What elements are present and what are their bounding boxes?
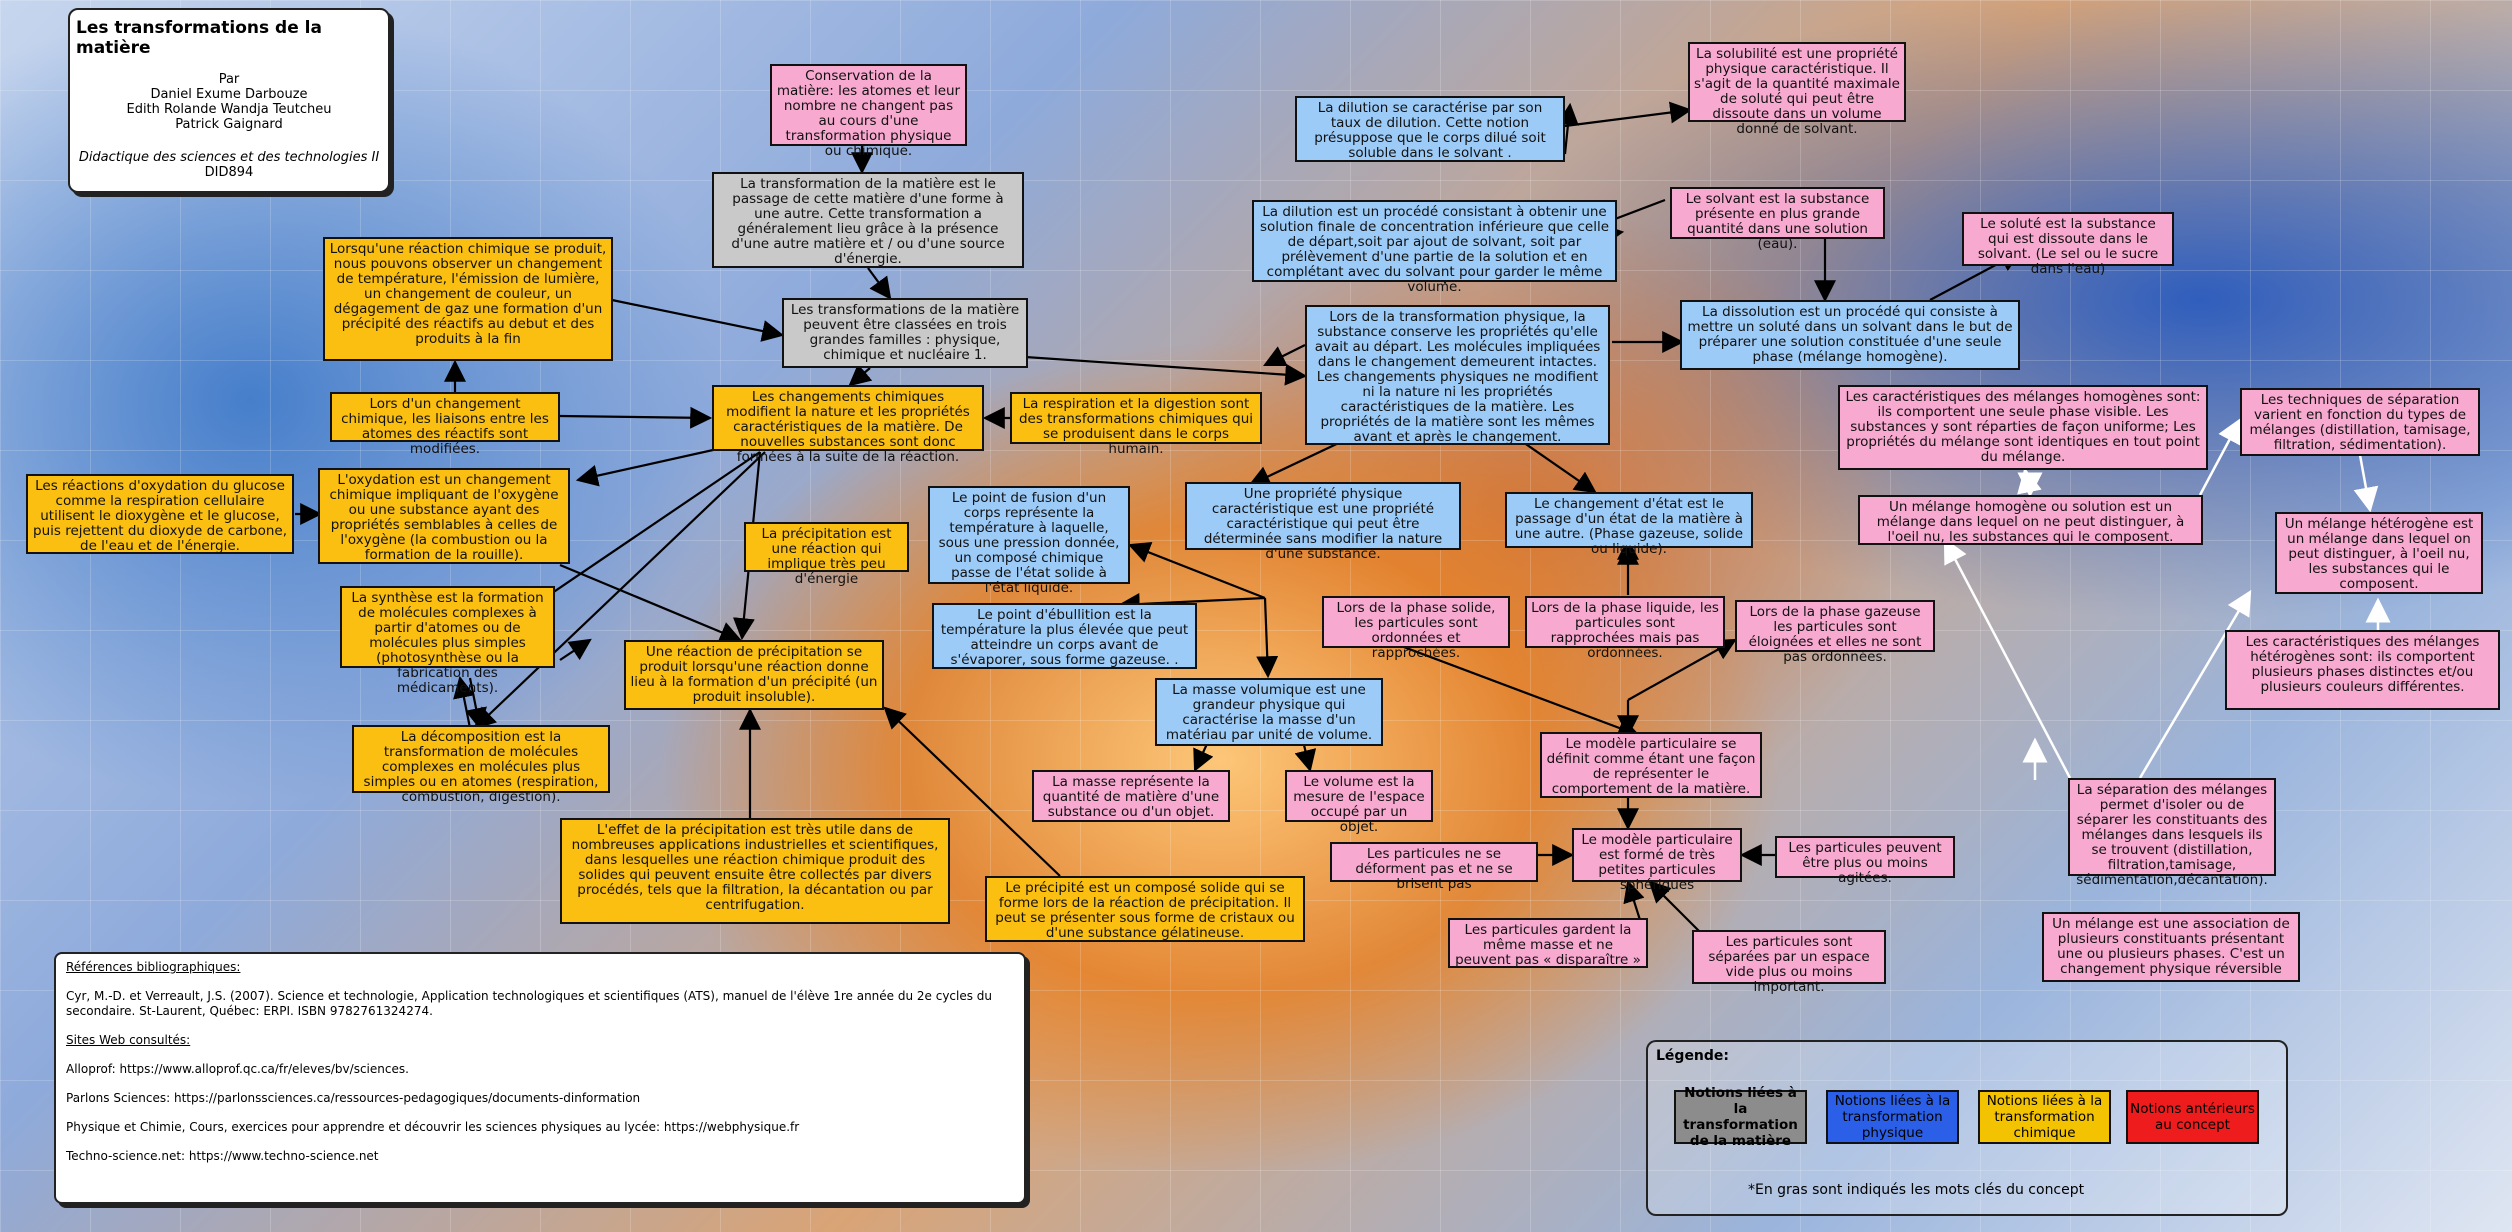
node-dilution: La dilution est un procédé consistant à … <box>1252 200 1617 282</box>
node-transformation-physique: Lors de la transformation physique, la s… <box>1305 305 1610 445</box>
node-oxydation: L'oxydation est un changement chimique i… <box>318 468 570 564</box>
node-reaction-indices: Lorsqu'une réaction chimique se produit,… <box>323 237 613 361</box>
node-respiration-digestion: La respiration et la digestion sont des … <box>1010 392 1262 444</box>
link <box>560 416 710 418</box>
node-modele-definition: Le modèle particulaire se définit comme … <box>1540 732 1762 798</box>
course-code: DID894 <box>76 165 382 180</box>
node-changement-etat: Le changement d'état est le passage d'un… <box>1505 492 1753 548</box>
legend-item-matiere: Notions liées à la transformation de la … <box>1674 1090 1807 1144</box>
link <box>1945 540 2070 778</box>
reference-book: Cyr, M.-D. et Verreault, J.S. (2007). Sc… <box>66 989 1014 1019</box>
node-modele-forme: Le modèle particulaire est formé de très… <box>1572 828 1742 882</box>
by-label: Par <box>76 72 382 87</box>
poster-title: Les transformations de la matière <box>76 18 382 58</box>
node-point-ebullition: Le point d'ébullition est la température… <box>932 603 1197 669</box>
node-separation-melanges: La séparation des mélanges permet d'isol… <box>2068 778 2276 876</box>
node-caracteristiques-homogenes: Les caractéristiques des mélanges homogè… <box>1838 385 2208 470</box>
references-heading: Références bibliographiques: <box>66 960 1014 975</box>
node-point-fusion: Le point de fusion d'un corps représente… <box>928 486 1130 584</box>
node-transformation-definition: La transformation de la matière est le p… <box>712 172 1024 268</box>
site-link: Parlons Sciences: https://parlonsscience… <box>66 1091 1014 1106</box>
link <box>1520 440 1595 492</box>
legend-heading: Légende: <box>1656 1048 2278 1064</box>
node-precipite: Le précipité est un composé solide qui s… <box>985 876 1305 942</box>
author: Patrick Gaignard <box>76 117 382 132</box>
node-particules-agitees: Les particules peuvent être plus ou moin… <box>1775 836 1955 878</box>
link <box>612 300 782 335</box>
node-propriete-physique: Une propriété physique caractéristique e… <box>1185 482 1461 550</box>
node-conservation: Conservation de la matière: les atomes e… <box>770 64 967 146</box>
legend-note: *En gras sont indiqués les mots clés du … <box>1748 1182 2084 1198</box>
node-phase-solide: Lors de la phase solide, les particules … <box>1322 596 1510 648</box>
link <box>560 565 740 640</box>
node-changements-chimiques: Les changements chimiques modifient la n… <box>712 385 984 451</box>
node-solubilite: La solubilité est une propriété physique… <box>1688 42 1906 122</box>
node-masse: La masse représente la quantité de matiè… <box>1032 770 1230 822</box>
node-melange-heterogene: Un mélange hétérogène est un mélange dan… <box>2275 512 2483 594</box>
site-link: Physique et Chimie, Cours, exercices pou… <box>66 1120 1014 1135</box>
node-dilution-taux: La dilution se caractérise par son taux … <box>1295 96 1565 162</box>
node-dissolution: La dissolution est un procédé qui consis… <box>1680 300 2020 370</box>
legend: Légende: Notions liées à la transformati… <box>1646 1040 2288 1216</box>
author: Edith Rolande Wandja Teutcheu <box>76 102 382 117</box>
node-volume: Le volume est la mesure de l'espace occu… <box>1285 770 1433 822</box>
node-phase-liquide: Lors de la phase liquide, les particules… <box>1525 596 1725 648</box>
node-oxydation-glucose: Les réactions d'oxydation du glucose com… <box>26 474 294 554</box>
node-particules-gardent: Les particules gardent la même masse et … <box>1448 918 1648 968</box>
node-familles: Les transformations de la matière peuven… <box>782 298 1028 368</box>
node-particules-separees: Les particules sont séparées par un espa… <box>1692 930 1886 984</box>
sites-heading: Sites Web consultés: <box>66 1033 1014 1048</box>
references-card: Références bibliographiques: Cyr, M.-D. … <box>54 952 1026 1204</box>
legend-item-anterieur: Notions antérieurs au concept <box>2126 1090 2259 1144</box>
legend-item-chimique: Notions liées à la transformation chimiq… <box>1978 1090 2111 1144</box>
link <box>1265 345 1305 365</box>
link <box>868 268 890 298</box>
link <box>1250 440 1345 485</box>
node-synthese: La synthèse est la formation de molécule… <box>340 586 555 668</box>
node-solvant: Le solvant est la substance présente en … <box>1670 187 1885 239</box>
link <box>850 368 870 385</box>
node-reaction-precipitation: Une réaction de précipitation se produit… <box>624 640 884 710</box>
link <box>1265 598 1268 676</box>
node-solute: Le soluté est la substance qui est disso… <box>1962 212 2174 266</box>
link <box>2360 455 2370 510</box>
legend-item-physique: Notions liées à la transformation physiq… <box>1826 1090 1959 1144</box>
site-link: Alloprof: https://www.alloprof.qc.ca/fr/… <box>66 1062 1014 1077</box>
node-melange: Un mélange est une association de plusie… <box>2042 912 2300 982</box>
node-effet-precipitation: L'effet de la précipitation est très uti… <box>560 818 950 924</box>
title-card: Les transformations de la matière Par Da… <box>68 8 390 193</box>
node-melange-homogene: Un mélange homogène ou solution est un m… <box>1858 495 2203 545</box>
node-phase-gazeuse: Lors de la phase gazeuse les particules … <box>1735 600 1935 652</box>
link <box>1565 105 1570 154</box>
link <box>1010 356 1305 376</box>
node-techniques-separation: Les techniques de séparation varient en … <box>2240 388 2480 456</box>
node-masse-volumique: La masse volumique est une grandeur phys… <box>1155 678 1383 746</box>
node-changement-chimique: Lors d'un changement chimique, les liais… <box>330 392 560 442</box>
course-name: Didactique des sciences et des technolog… <box>76 150 382 165</box>
link <box>1130 545 1265 598</box>
link <box>1565 110 1690 126</box>
node-particules-deforment: Les particules ne se déforment pas et ne… <box>1330 842 1538 882</box>
node-caracteristiques-heterogenes: Les caractéristiques des mélanges hétéro… <box>2225 630 2500 710</box>
author: Daniel Exume Darbouze <box>76 87 382 102</box>
node-precipitation: La précipitation est une réaction qui im… <box>744 522 909 572</box>
site-link: Techno-science.net: https://www.techno-s… <box>66 1149 1014 1164</box>
node-decomposition: La décomposition est la transformation d… <box>352 725 610 793</box>
